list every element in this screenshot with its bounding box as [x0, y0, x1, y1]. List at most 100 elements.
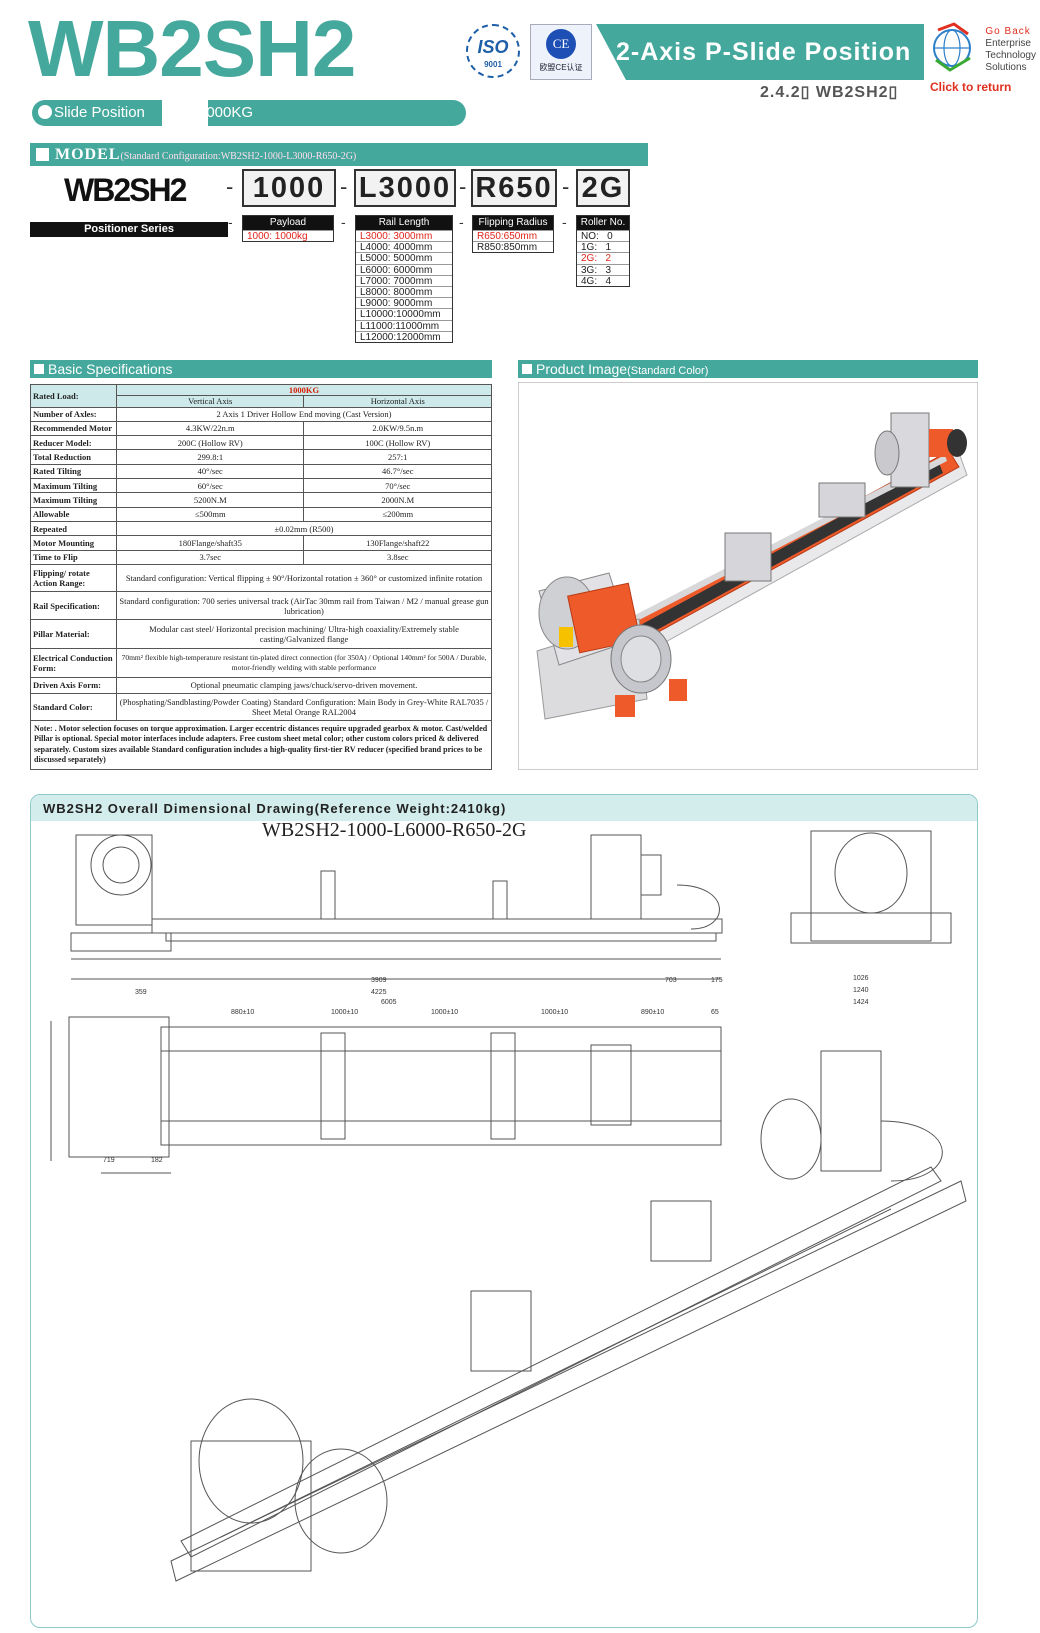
- dot-icon: [182, 105, 196, 119]
- go-back-text: Go Back Enterprise Technology Solutions: [985, 26, 1036, 74]
- rail-option: L12000:12000mm: [356, 330, 452, 342]
- spec-value: Standard configuration: 700 series unive…: [116, 590, 492, 621]
- spec-value: Optional pneumatic clamping jaws/chuck/s…: [116, 676, 492, 695]
- go-back-line: Technology: [985, 50, 1036, 61]
- spec-value: 257:1: [303, 449, 492, 465]
- ce-label: 欧盟CE认证: [539, 63, 583, 72]
- dimension-label: 719: [103, 1157, 115, 1164]
- positioner-series-label: Positioner Series: [30, 222, 228, 237]
- dimension-label: 6005: [381, 999, 397, 1006]
- spec-label: Reducer Model:: [30, 435, 117, 451]
- spec-value: ±0.02mm (R500): [116, 521, 492, 537]
- spec-label: Number of Axles:: [30, 406, 117, 422]
- dimensional-drawing-panel: WB2SH2 Overall Dimensional Drawing(Refer…: [30, 794, 978, 1628]
- spec-label: Maximum Tilting: [30, 478, 117, 494]
- spec-label: Standard Color:: [30, 693, 117, 721]
- spec-value: 180Flange/shaft35: [115, 535, 305, 551]
- go-back-line: Solutions: [985, 62, 1027, 73]
- spec-value: 299.8:1: [115, 449, 305, 465]
- model-heading: MODEL: [55, 146, 121, 163]
- basic-specifications-header: Basic Specifications: [30, 360, 492, 378]
- dimension-label: 4225: [371, 989, 387, 996]
- spec-value: 60°/sec: [115, 478, 305, 494]
- code-rail: L3000: [354, 169, 456, 207]
- radius-option: R850:850mm: [473, 241, 553, 252]
- spec-label: Rail Specification:: [30, 590, 117, 621]
- roller-option: 2G: 2: [577, 252, 629, 264]
- spec-label: Electrical Conduction Form:: [30, 648, 117, 678]
- model-standard-config: (Standard Configuration:WB2SH2-1000-L300…: [120, 151, 357, 162]
- column-horizontal-axis: Horizontal Axis: [303, 395, 492, 408]
- code-separator: -: [228, 214, 233, 230]
- iso-label: ISO: [477, 37, 509, 57]
- spec-note: Note: . Motor selection focuses on torqu…: [30, 719, 492, 771]
- code-roller: 2G: [576, 169, 630, 207]
- spec-value: 70°/sec: [303, 478, 492, 494]
- spec-value: 5200N.M: [115, 492, 305, 508]
- rail-option: L6000: 6000mm: [356, 263, 452, 275]
- spec-label: Time to Flip: [30, 549, 117, 566]
- iso-number: 9001: [484, 60, 502, 69]
- spec-value: 2 Axis 1 Driver Hollow End moving (Cast …: [116, 406, 492, 422]
- spec-value: 100C (Hollow RV): [303, 435, 492, 451]
- rail-option: L11000:11000mm: [356, 319, 452, 331]
- spec-label: Allowable: [30, 506, 117, 523]
- tag-payload: 1000KG: [182, 103, 253, 123]
- ce-mark: CE: [546, 29, 576, 59]
- model-name: WB2SH2: [64, 172, 187, 208]
- ce-badge: CE 欧盟CE认证: [530, 24, 592, 80]
- tag-pill: Slide Position 1000KG: [32, 100, 466, 126]
- go-back-head: Go Back: [985, 26, 1031, 37]
- roller-header: Roller No.: [577, 216, 629, 230]
- spec-label: Motor Mounting: [30, 535, 117, 551]
- spec-value: 200C (Hollow RV): [115, 435, 305, 451]
- spec-value: ≤200mm: [303, 506, 492, 523]
- square-bullet-icon: [34, 364, 44, 374]
- spec-value: Modular cast steel/ Horizontal precision…: [116, 619, 492, 650]
- code-radius: R650: [471, 169, 557, 207]
- technical-drawing: [50, 830, 967, 1582]
- rail-option: L9000: 9000mm: [356, 297, 452, 308]
- spec-value: Standard configuration: Vertical flippin…: [116, 564, 492, 592]
- spec-value: 40°/sec: [115, 463, 305, 480]
- page-title: WB2SH2: [28, 4, 356, 93]
- spec-label: Rated Load:: [30, 384, 117, 408]
- dimension-label: 175: [711, 977, 723, 984]
- spec-value: 4.3KW/22n.m: [115, 420, 305, 437]
- product-image-title: Product Image: [536, 361, 628, 377]
- dimension-label: 1000±10: [541, 1009, 569, 1016]
- spec-value: 2.0KW/9.5n.m: [303, 420, 492, 437]
- radius-options: Flipping Radius R650:650mm R850:850mm: [472, 215, 554, 254]
- specs-title: Basic Specifications: [48, 361, 173, 377]
- dimension-label: 890±10: [641, 1009, 665, 1016]
- spec-value: 46.7°/sec: [303, 463, 492, 480]
- payload-options: Payload 1000: 1000kg: [242, 215, 334, 243]
- spec-label: Maximum Tilting: [30, 492, 117, 508]
- payload-header: Payload: [243, 216, 333, 230]
- drawing-model-code: WB2SH2-1000-L6000-R650-2G: [262, 819, 527, 841]
- code-separator: -: [341, 214, 346, 230]
- spec-value: 70mm² flexible high-temperature resistan…: [116, 648, 492, 678]
- spec-label: Pillar Material:: [30, 619, 117, 650]
- product-image-subtitle: (Standard Color): [627, 365, 709, 377]
- dimension-label: 65: [711, 1009, 719, 1016]
- go-back-link[interactable]: Go Back Enterprise Technology Solutions …: [930, 20, 1038, 98]
- product-image-header: Product Image(Standard Color): [518, 360, 978, 378]
- dot-icon: [38, 105, 52, 119]
- click-to-return-link[interactable]: Click to return: [930, 80, 1012, 94]
- square-bullet-icon: [522, 364, 532, 374]
- dimensional-drawing-title: WB2SH2 Overall Dimensional Drawing(Refer…: [31, 795, 977, 821]
- dimension-label: 1240: [853, 987, 869, 994]
- dimension-label: 1000±10: [431, 1009, 459, 1016]
- radius-header: Flipping Radius: [473, 216, 553, 230]
- dimension-label: 3909: [371, 977, 387, 984]
- code-separator: -: [226, 174, 234, 199]
- rail-option: L3000: 3000mm: [356, 230, 452, 241]
- code-separator: -: [459, 214, 464, 230]
- payload-option: 1000: 1000kg: [243, 230, 333, 241]
- specifications-table: Rated Load: 1000KG Vertical Axis Horizon…: [30, 383, 492, 771]
- rail-option: L10000:10000mm: [356, 308, 452, 320]
- square-bullet-icon: [36, 148, 49, 161]
- roller-options: Roller No. NO: 0 1G: 1 2G: 2 3G: 3 4G: 4: [576, 215, 630, 287]
- dimension-label: 1000±10: [331, 1009, 359, 1016]
